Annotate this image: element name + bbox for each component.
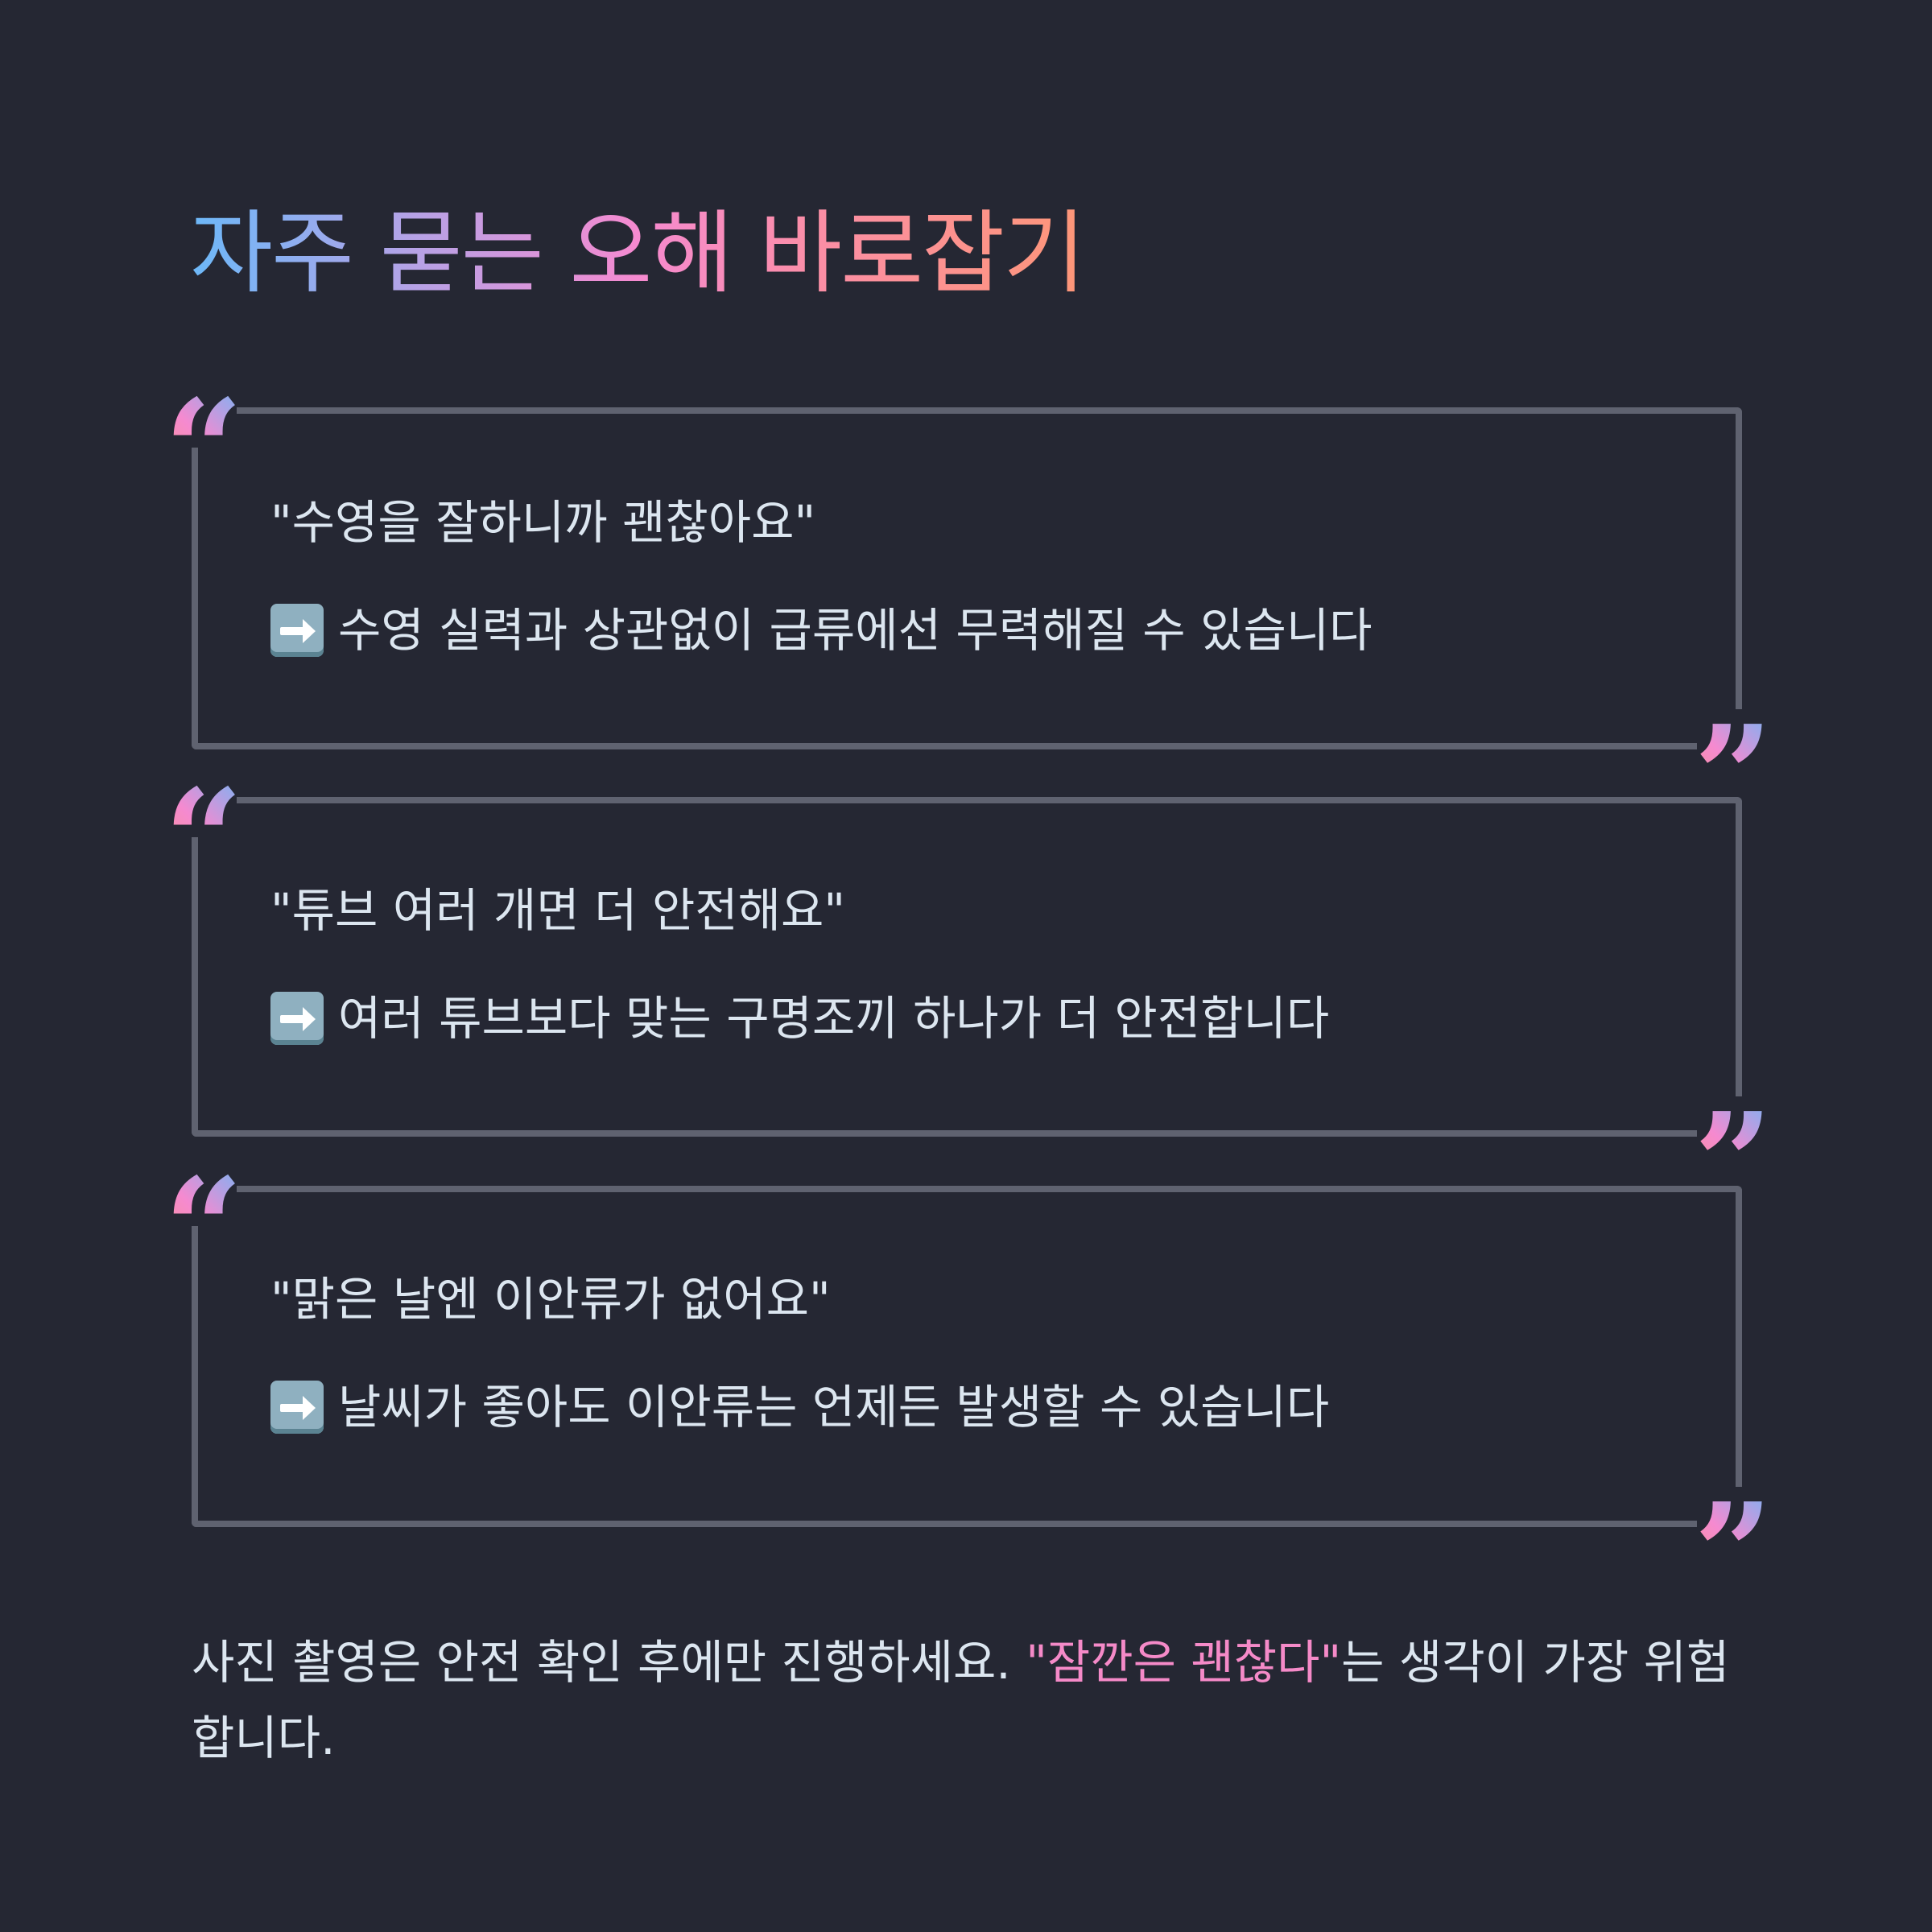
card-border-bottom (192, 1130, 1697, 1137)
close-quote-icon: ” (1694, 1473, 1773, 1634)
myth-text: "맑은 날엔 이안류가 없어요" (270, 1272, 831, 1327)
right-arrow-icon (270, 1381, 324, 1434)
right-arrow-icon (270, 992, 324, 1045)
footer-text-before: 사진 촬영은 안전 확인 후에만 진행하세요. (192, 1635, 1026, 1690)
myth-text: "튜브 여러 개면 더 안전해요" (270, 883, 846, 938)
card-border-top (237, 797, 1742, 803)
card-border-top (237, 1186, 1742, 1192)
card-border-top (237, 407, 1742, 414)
card-border-left (192, 448, 198, 749)
card-border-left (192, 837, 198, 1137)
open-quote-icon: “ (164, 759, 243, 920)
card-border-left (192, 1226, 198, 1527)
close-quote-icon: ” (1694, 696, 1773, 857)
fact-text: 여러 튜브보다 맞는 구명조끼 하나가 더 안전합니다 (338, 991, 1330, 1046)
myth-card-2: “ ” "튜브 여러 개면 더 안전해요" 여러 튜브보다 맞는 구명조끼 하나… (164, 771, 1773, 1232)
card-border-right (1736, 407, 1742, 709)
myth-card-1: “ ” "수영을 잘하니까 괜찮아요" 수영 실력과 상관없이 급류에선 무력해… (164, 382, 1773, 844)
fact-row: 날씨가 좋아도 이안류는 언제든 발생할 수 있습니다 (270, 1379, 1329, 1435)
page-title: 자주 묻는 오해 바로잡기 (190, 197, 1086, 310)
footer-text-after: 는 생각이 가장 위험합니다. (192, 1635, 1730, 1765)
card-border-bottom (192, 743, 1697, 749)
fact-row: 여러 튜브보다 맞는 구명조끼 하나가 더 안전합니다 (270, 990, 1329, 1046)
footer-highlight: "잠깐은 괜찮다" (1026, 1635, 1342, 1690)
open-quote-icon: “ (164, 1148, 243, 1309)
card-border-bottom (192, 1521, 1697, 1527)
fact-text: 날씨가 좋아도 이안류는 언제든 발생할 수 있습니다 (338, 1380, 1330, 1435)
footer-note: 사진 촬영은 안전 확인 후에만 진행하세요. "잠깐은 괜찮다"는 생각이 가… (192, 1624, 1753, 1776)
card-border-right (1736, 797, 1742, 1096)
myth-card-3: “ ” "맑은 날엔 이안류가 없어요" 날씨가 좋아도 이안류는 언제든 발생… (164, 1160, 1773, 1622)
right-arrow-icon (270, 604, 324, 657)
fact-row: 수영 실력과 상관없이 급류에선 무력해질 수 있습니다 (270, 602, 1373, 658)
myth-text: "수영을 잘하니까 괜찮아요" (270, 495, 816, 550)
close-quote-icon: ” (1694, 1083, 1773, 1244)
card-border-right (1736, 1186, 1742, 1487)
fact-text: 수영 실력과 상관없이 급류에선 무력해질 수 있습니다 (338, 603, 1373, 658)
open-quote-icon: “ (164, 369, 243, 530)
